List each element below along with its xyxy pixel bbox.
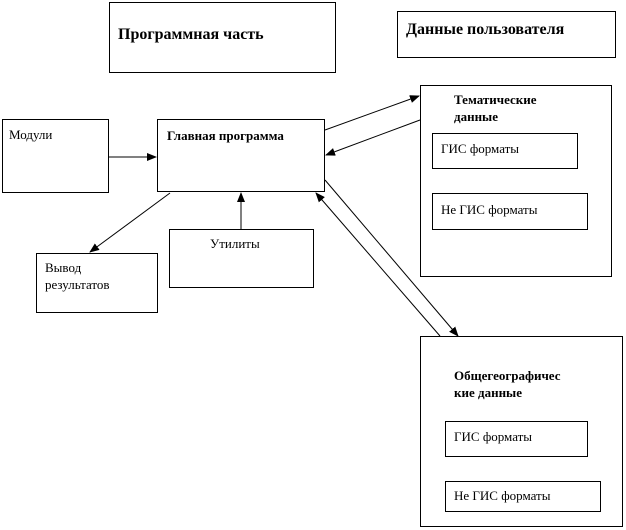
thematic-gis-formats-box: ГИС форматы	[432, 133, 578, 169]
thematic-non-gis-formats-box: Не ГИС форматы	[432, 193, 588, 230]
general-data-title: Общегеографичес кие данные	[454, 368, 561, 400]
user-data-header-box: Данные пользователя	[397, 11, 616, 58]
general-to-main-arrow	[315, 192, 441, 337]
thematic-data-title: Тематические данные	[454, 92, 537, 124]
main-to-thematic-arrow	[324, 95, 420, 131]
general-gis-formats-box: ГИС форматы	[445, 421, 588, 457]
user-data-header-label: Данные пользователя	[406, 21, 565, 38]
output-box: Вывод результатов	[36, 253, 158, 313]
general-non-gis-formats-box: Не ГИС форматы	[445, 481, 601, 512]
thematic-to-main-arrow	[325, 119, 421, 156]
main-program-box: Главная программа	[157, 119, 325, 192]
modules-box: Модули	[2, 119, 109, 193]
software-part-header-box: Программная часть	[109, 2, 336, 73]
thematic-data-box: Тематические данные	[420, 85, 612, 277]
modules-label: Модули	[9, 127, 53, 142]
output-label: Вывод результатов	[45, 260, 110, 292]
main-program-label: Главная программа	[167, 128, 284, 143]
software-part-header-label: Программная часть	[118, 26, 264, 43]
utilities-label: Утилиты	[210, 236, 260, 251]
main-to-output-arrow	[89, 192, 171, 253]
thematic-gis-formats-label: ГИС форматы	[441, 141, 520, 156]
general-non-gis-formats-label: Не ГИС форматы	[454, 488, 551, 503]
thematic-non-gis-formats-label: Не ГИС форматы	[441, 202, 538, 217]
utilities-box: Утилиты	[169, 229, 314, 288]
main-to-general-arrow	[324, 179, 459, 337]
general-gis-formats-label: ГИС форматы	[454, 429, 533, 444]
